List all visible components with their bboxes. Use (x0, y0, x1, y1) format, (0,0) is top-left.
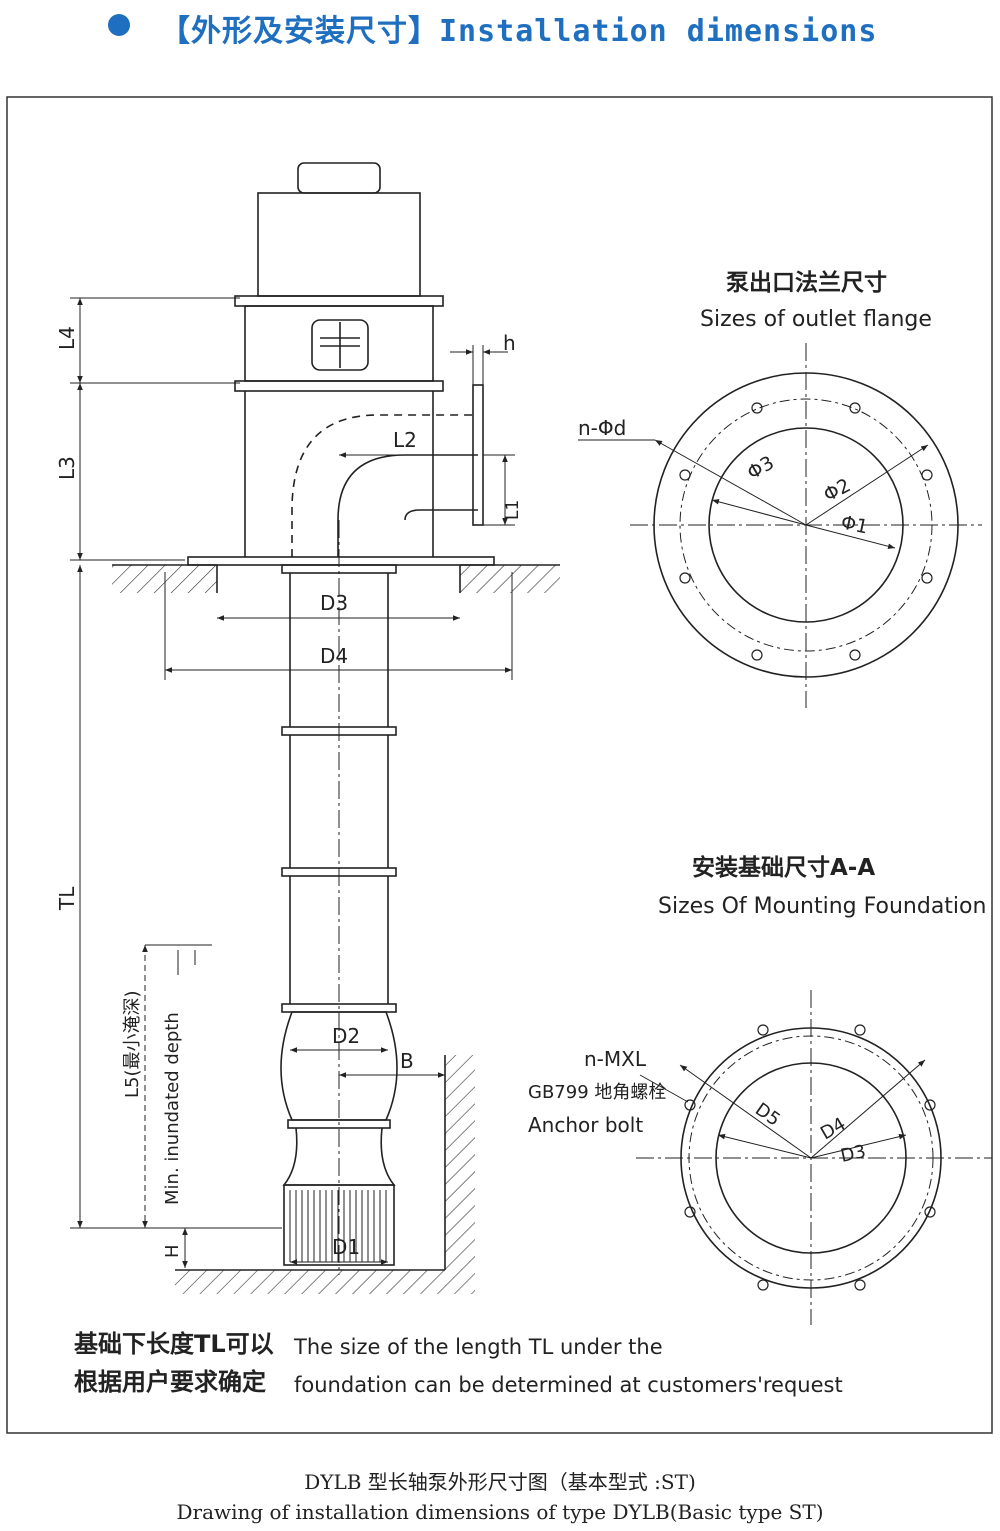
strainer (283, 1184, 395, 1266)
strainer-ribs (289, 1190, 387, 1262)
base-plate (187, 556, 495, 566)
outlet-elbow (337, 454, 478, 557)
dim-l1: L1 (503, 500, 523, 520)
dim-b: B (400, 1049, 414, 1073)
drawing-frame (6, 96, 993, 1434)
coupling-window (311, 319, 369, 371)
note-cn-line1: 基础下长度TL可以 (74, 1330, 274, 1358)
d4-label-foundation: D4 (817, 1113, 849, 1144)
note-en-line1: The size of the length TL under the (293, 1335, 663, 1359)
bolt-standard-label: GB799 地角螺栓 (528, 1082, 666, 1103)
dim-d3: D3 (320, 591, 348, 615)
anchor-bolt-label: Anchor bolt (528, 1113, 643, 1137)
dimension-lines (70, 297, 515, 1268)
bullet-icon (108, 14, 130, 36)
pump-elevation (187, 162, 495, 1275)
phi2-label: Φ2 (820, 474, 854, 506)
bolt-spec-label: n-MXL (584, 1047, 647, 1071)
dim-h-small: h (503, 331, 516, 355)
dim-tl: TL (55, 886, 79, 911)
foundation-title-en: Sizes Of Mounting Foundation (658, 894, 986, 919)
min-depth-label: Min. inundated depth (162, 1012, 183, 1205)
dim-l4: L4 (55, 326, 79, 350)
phi3-label: Φ3 (744, 452, 778, 485)
motor-cap (297, 162, 381, 194)
foundation-view (636, 990, 992, 1325)
dim-d2: D2 (332, 1024, 360, 1048)
lower-flange (234, 380, 444, 392)
dim-d1: D1 (332, 1235, 360, 1259)
motor-body (257, 192, 421, 297)
dim-d4: D4 (320, 644, 348, 668)
outlet-flange-title-cn: 泵出口法兰尺寸 (726, 269, 887, 296)
flange-bolt-holes (679, 402, 933, 661)
d5-label: D5 (751, 1099, 784, 1131)
note-en-line2: foundation can be determined at customer… (294, 1373, 843, 1397)
dim-l5: L5(最小淹深) (122, 990, 143, 1098)
outlet-flange-view (578, 343, 982, 708)
page-title: 【外形及安装尺寸】Installation dimensions (160, 14, 878, 49)
d3-label-foundation: D3 (839, 1141, 868, 1167)
foundation-hatch (112, 564, 560, 1294)
outlet-flange-title-en: Sizes of outlet flange (700, 307, 932, 332)
dim-l3: L3 (55, 456, 79, 480)
header: 【外形及安装尺寸】Installation dimensions (0, 0, 1000, 60)
dim-h: H (162, 1244, 183, 1258)
hole-label: n-Φd (578, 416, 626, 440)
upper-flange (234, 295, 444, 307)
dim-l2: L2 (393, 428, 417, 452)
caption-en: Drawing of installation dimensions of ty… (176, 1500, 824, 1524)
anchor-bolt-holes (684, 1024, 936, 1291)
note-cn-line2: 根据用户要求确定 (74, 1368, 266, 1396)
foundation-title-cn: 安装基础尺寸A-A (692, 854, 875, 881)
caption-cn: DYLB 型长轴泵外形尺寸图（基本型式 :ST) (304, 1470, 696, 1494)
